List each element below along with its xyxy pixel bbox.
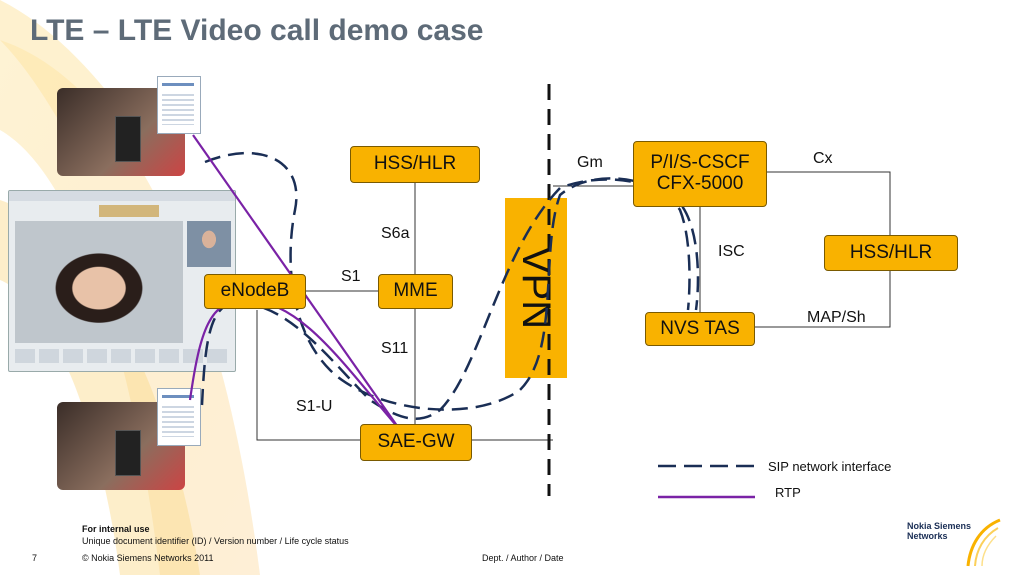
phone-device-icon <box>115 116 141 162</box>
vpn-block: VPN <box>505 198 567 378</box>
footer-doc-id: Unique document identifier (ID) / Versio… <box>82 536 349 546</box>
page-title: LTE – LTE Video call demo case <box>30 14 484 47</box>
video-call-screen <box>8 190 236 372</box>
nsn-logo: Nokia Siemens Networks <box>905 518 1005 568</box>
s1u-label: S1-U <box>296 398 333 415</box>
cscf-label-line2: CFX-5000 <box>656 173 744 194</box>
cx-label: Cx <box>813 150 833 167</box>
s1-label: S1 <box>341 268 361 285</box>
rtp-flow-lower <box>188 298 401 431</box>
logo-text-line2: Networks <box>907 531 948 541</box>
map-sh-line <box>755 270 891 328</box>
cscf-label-line1: P/I/S-CSCF <box>650 152 750 174</box>
document-thumbnail-bottom <box>157 388 201 446</box>
isc-label: ISC <box>718 243 745 260</box>
footer-dept-author-date: Dept. / Author / Date <box>482 553 564 563</box>
video-feed-main <box>15 221 183 343</box>
footer-page-number: 7 <box>32 553 38 563</box>
enodeb-node: eNodeB <box>204 274 306 309</box>
gm-label: Gm <box>577 154 603 171</box>
hss-hlr-right-node: HSS/HLR <box>824 235 958 271</box>
video-feed-self <box>187 221 231 267</box>
logo-swirl-icon <box>966 518 1001 567</box>
s11-label: S11 <box>381 340 409 357</box>
sae-gw-node: SAE-GW <box>360 424 472 461</box>
logo-text-line1: Nokia Siemens <box>907 521 972 531</box>
hss-hlr-left-node: HSS/HLR <box>350 146 480 183</box>
s6a-label: S6a <box>381 225 410 242</box>
mme-node: MME <box>378 274 453 309</box>
cscf-node: P/I/S-CSCF CFX-5000 <box>633 141 767 207</box>
legend-sip-text: SIP network interface <box>768 459 892 474</box>
sip-flow-lower <box>200 178 691 420</box>
cx-line <box>767 171 891 236</box>
nvs-tas-node: NVS TAS <box>645 312 755 346</box>
legend-rtp-text: RTP <box>775 485 801 500</box>
footer-internal-use: For internal use <box>82 524 150 534</box>
phone-device-icon <box>115 430 141 476</box>
s1u-line <box>256 310 360 441</box>
footer-copyright: © Nokia Siemens Networks 2011 <box>82 553 214 563</box>
document-thumbnail-top <box>157 76 201 134</box>
map-sh-label: MAP/Sh <box>807 309 866 326</box>
